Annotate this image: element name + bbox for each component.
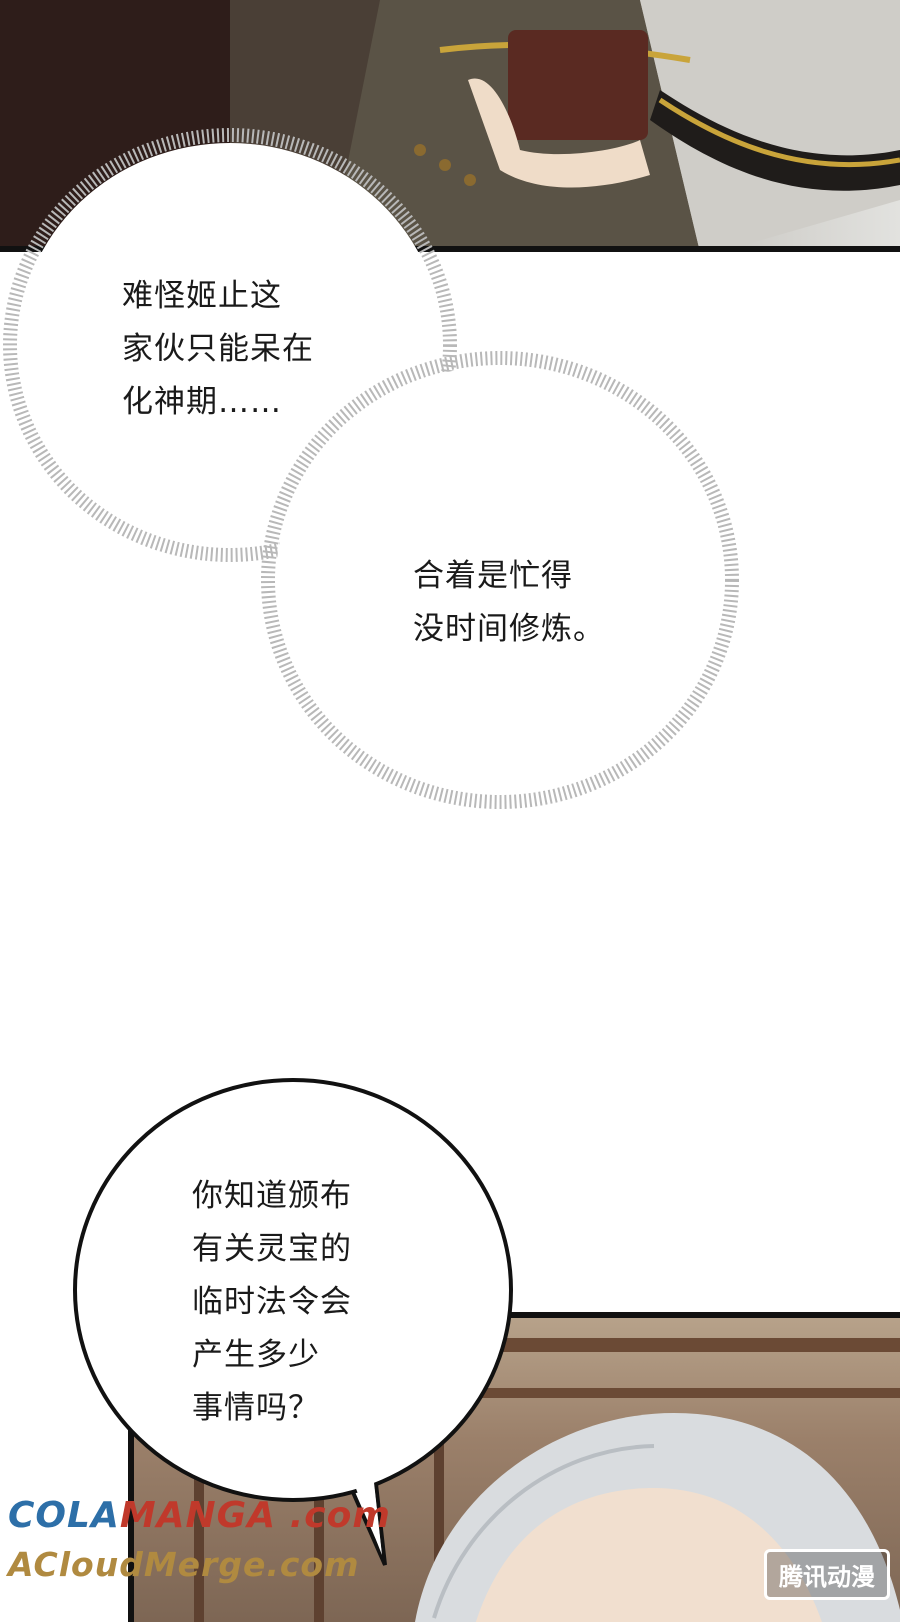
brand-stamp-logo: 腾讯动漫 — [764, 1549, 890, 1600]
thought-text-middle: 合着是忙得 没时间修炼。 — [413, 558, 605, 647]
watermark-line2: ACloudMerge.com — [8, 1545, 360, 1584]
watermark-part1: COLA — [8, 1495, 120, 1536]
thought-bubble-middle — [261, 351, 739, 809]
thought-text-top-left: 难怪姬止这 家伙只能呆在 化神期…… — [122, 278, 314, 420]
watermark-part2: MANGA — [119, 1495, 277, 1536]
speech-bubble-bottom — [73, 1078, 513, 1566]
speech-text-bottom: 你知道颁布 有关灵宝的 临时法令会 产生多少 事情吗？ — [192, 1178, 352, 1426]
silver-haired-figure-art — [134, 1338, 900, 1622]
watermark-part3: .com — [276, 1495, 391, 1536]
